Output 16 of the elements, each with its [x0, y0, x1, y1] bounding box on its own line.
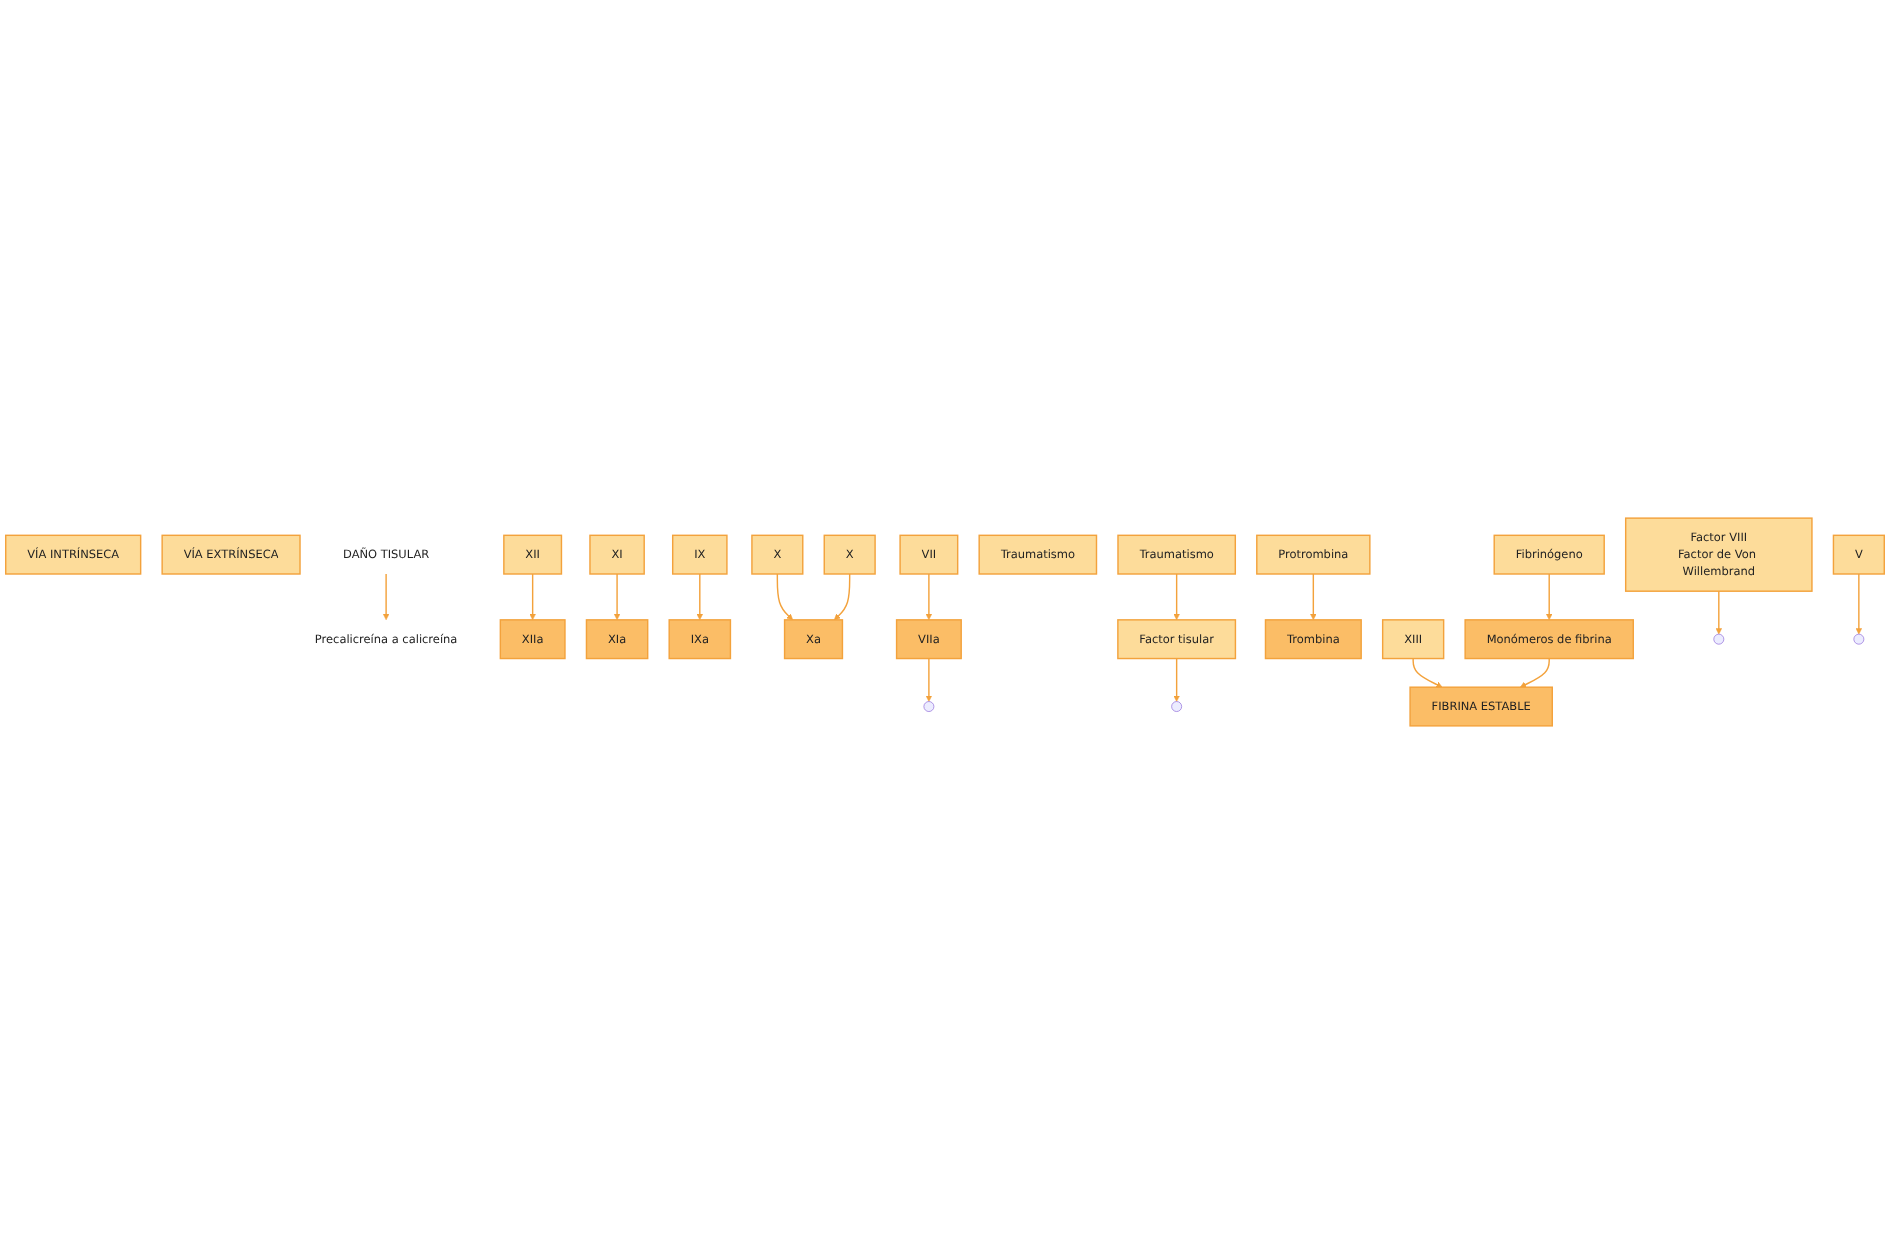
arrow — [776, 573, 793, 621]
arrow — [1855, 573, 1862, 635]
arrow — [382, 573, 390, 621]
arrow — [1715, 590, 1722, 635]
arrow — [925, 573, 933, 621]
arrow — [1310, 573, 1317, 621]
arrow — [613, 573, 621, 621]
arrow — [1412, 657, 1443, 688]
arrow — [834, 573, 851, 621]
arrow — [1546, 573, 1553, 621]
arrow — [1173, 657, 1180, 702]
arrow — [1173, 573, 1180, 621]
arrow — [696, 573, 703, 621]
arrow — [1519, 657, 1550, 688]
arrow — [925, 657, 933, 702]
arrow — [529, 573, 536, 621]
